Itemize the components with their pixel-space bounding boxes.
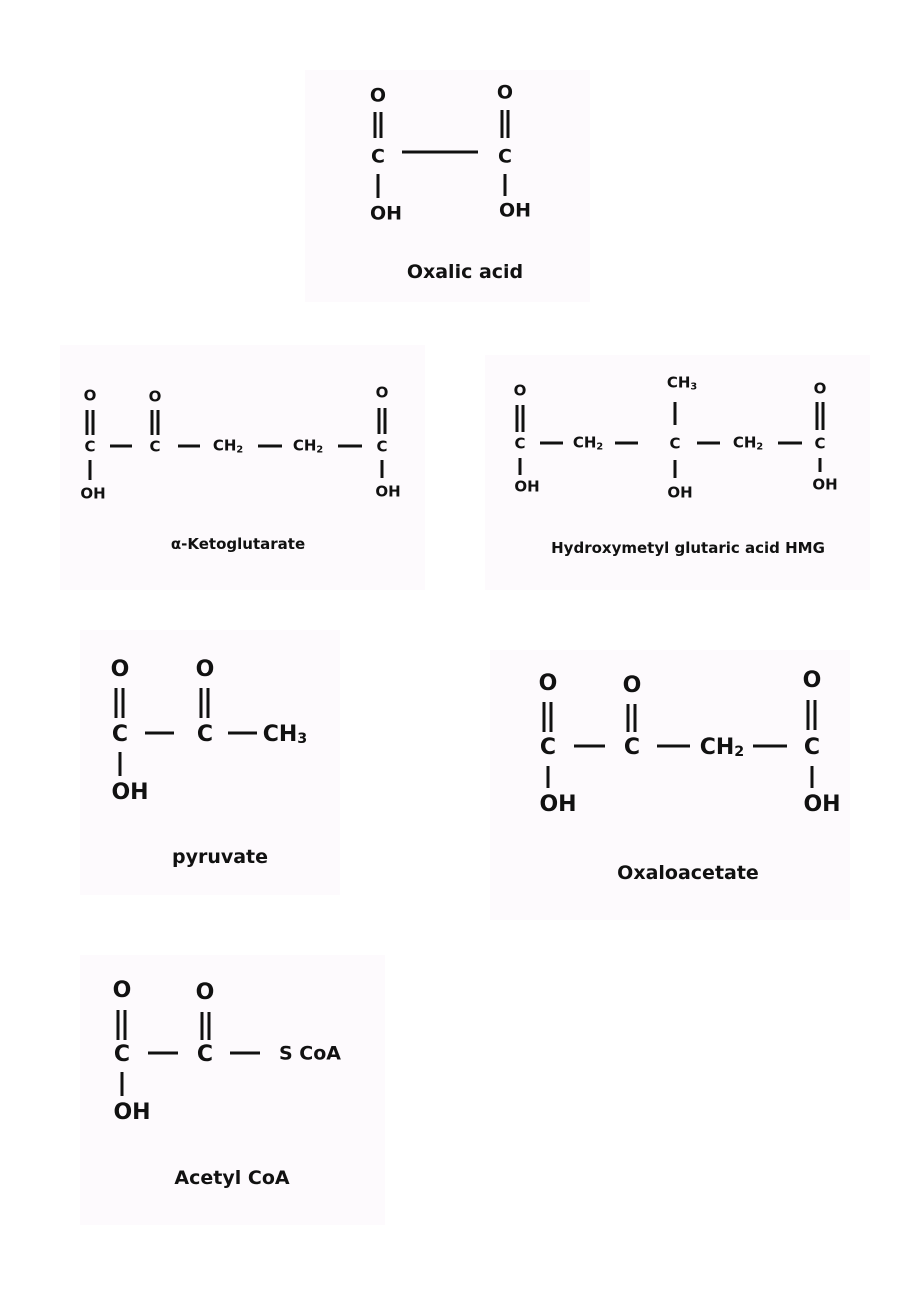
atom-ch2: CH2 <box>699 734 745 760</box>
atom-o: O <box>802 668 822 693</box>
atom-c: C <box>376 437 388 456</box>
atom-oh: OH <box>80 484 106 503</box>
atom-ch2: CH2 <box>212 436 244 456</box>
atom-ch2: CH2 <box>732 433 764 453</box>
molecule-label: pyruvate <box>171 846 269 868</box>
alpha-ketoglutarate-panel <box>60 345 425 590</box>
molecule-label: Oxaloacetate <box>617 862 759 884</box>
atom-c: C <box>623 735 641 760</box>
atom-c: C <box>84 437 96 456</box>
atom-o: O <box>496 81 514 104</box>
atom-c: C <box>803 735 821 760</box>
oxaloacetate-panel <box>490 650 850 920</box>
atom-oh: OH <box>375 482 401 501</box>
atom-oh: OH <box>812 475 838 494</box>
atom-c: C <box>111 722 129 747</box>
atom-o: O <box>195 657 215 682</box>
atom-oh: OH <box>111 780 149 805</box>
atom-ch3: CH3 <box>666 373 698 393</box>
hmg-panel <box>485 355 870 590</box>
atom-oh: OH <box>498 199 532 222</box>
atom-c: C <box>539 735 557 760</box>
atom-o: O <box>813 379 827 398</box>
atom-ch3: CH3 <box>262 721 308 747</box>
atom-oh: OH <box>539 792 577 817</box>
atom-oh: OH <box>514 477 540 496</box>
atom-o: O <box>538 671 558 696</box>
atom-oh: OH <box>369 202 403 225</box>
atom-o: O <box>83 386 97 405</box>
atom-c: C <box>196 1042 214 1067</box>
atom-oh: OH <box>667 483 693 502</box>
atom-o: O <box>195 980 215 1005</box>
atom-o: O <box>375 383 389 402</box>
atom-o: O <box>369 84 387 107</box>
atom-ch2: CH2 <box>572 433 604 453</box>
atom-s-coa: S CoA <box>278 1042 342 1065</box>
atom-c: C <box>149 437 161 456</box>
atom-o: O <box>148 387 162 406</box>
atom-o: O <box>513 381 527 400</box>
atom-ch2: CH2 <box>292 436 324 456</box>
atom-c: C <box>514 434 526 453</box>
atom-c: C <box>113 1042 131 1067</box>
molecule-label: Hydroxymetyl glutaric acid HMG <box>551 539 825 557</box>
atom-o: O <box>110 657 130 682</box>
atom-oh: OH <box>113 1100 151 1125</box>
atom-c: C <box>196 722 214 747</box>
molecule-label: Acetyl CoA <box>174 1167 290 1189</box>
pyruvate-panel <box>80 630 340 895</box>
atom-o: O <box>112 978 132 1003</box>
molecule-label: α-Ketoglutarate <box>170 535 306 553</box>
atom-c: C <box>669 434 681 453</box>
acetyl-coa-panel <box>80 955 385 1225</box>
atom-c: C <box>498 145 512 168</box>
oxalic-acid-panel <box>305 70 590 302</box>
atom-oh: OH <box>803 792 841 817</box>
molecule-label: Oxalic acid <box>406 261 524 283</box>
atom-c: C <box>814 434 826 453</box>
atom-o: O <box>622 673 642 698</box>
atom-c: C <box>371 145 385 168</box>
